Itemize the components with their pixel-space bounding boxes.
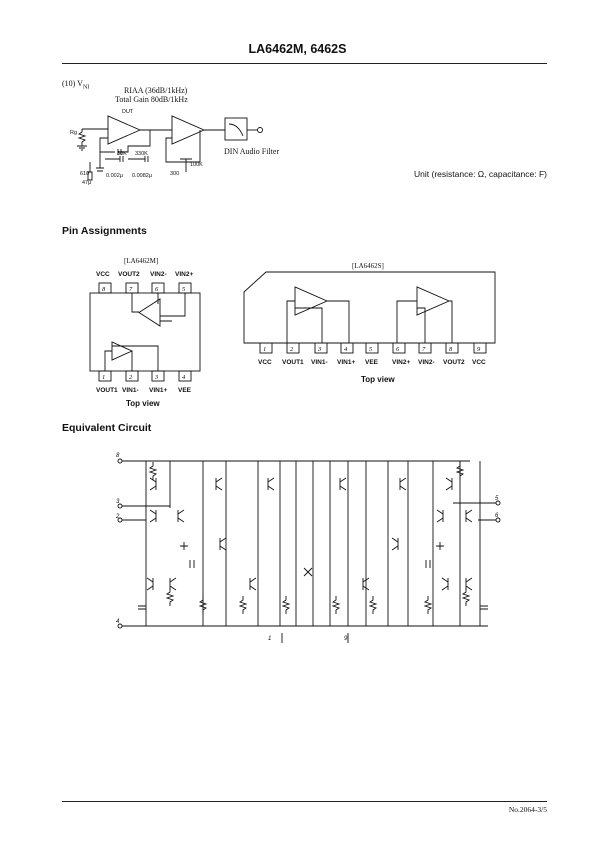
s-label-3: VIN1- (311, 359, 328, 366)
m-blabel-3: VIN1+ (149, 387, 167, 394)
s-label-5: VEE (365, 359, 379, 366)
s-pin-1: 1 (263, 346, 266, 353)
s-opamp-2 (416, 286, 451, 316)
node-1: 1 (268, 636, 271, 642)
s-pin-7: 7 (422, 346, 426, 353)
m-opamp-2 (138, 298, 161, 327)
s-pin-2: 2 (290, 346, 294, 353)
pin-assignments-heading: Pin Assignments (62, 225, 147, 237)
dut-label: DUT (122, 109, 134, 115)
la6462m-name: [LA6462M] (124, 257, 159, 265)
total-gain-label: Total Gain 80dB/1kHz (115, 95, 188, 104)
s-pin-5: 5 (369, 346, 373, 353)
rg-resistor (77, 129, 87, 146)
m-blabel-1: VOUT1 (96, 387, 118, 394)
vni-label: (10) VNI (62, 79, 89, 91)
header-rule (62, 63, 547, 64)
riaa-label: RIAA (36dB/1kHz) (124, 86, 188, 95)
node-9: 9 (344, 636, 348, 642)
equivalent-circuit-heading: Equivalent Circuit (62, 422, 152, 434)
m-label-1: VCC (96, 271, 110, 278)
r100k-label: 100K (190, 162, 203, 168)
c-0002-label: 0.002μ (106, 173, 123, 179)
m-pin-bot-3: 3 (154, 374, 159, 381)
m-pin-top-2: 7 (129, 286, 133, 293)
s-pin-3: 3 (317, 346, 322, 353)
din-filter-label: DIN Audio Filter (224, 147, 280, 156)
s-pin-8: 8 (449, 346, 453, 353)
node-2: 2 (115, 514, 120, 520)
r610-label: 610 (80, 171, 89, 177)
m-label-3: VIN2- (150, 271, 167, 278)
m-label-2: VOUT2 (118, 271, 140, 278)
s-label-2: VOUT1 (282, 359, 304, 366)
la6462s-body (243, 271, 496, 344)
c47-label: 47μ (82, 180, 91, 186)
m-opamp-1 (111, 341, 134, 361)
page-number: No.2064-3/5 (508, 805, 547, 814)
opamp-dut (107, 115, 142, 145)
m-pin-bot-1: 1 (102, 374, 105, 381)
vni-label-text: (10) V (62, 79, 83, 88)
la6462m-body (89, 292, 201, 372)
la6462s-diagram: 1 2 3 4 5 6 7 8 9 VCC VOUT1 VIN1- VIN1+ … (243, 271, 496, 366)
ground-symbol-1 (77, 145, 87, 151)
m-blabel-2: VIN1- (122, 387, 139, 394)
vni-test-circuit: Rg DUT 30K 330K 0.002μ 0.0082μ 100K 610 … (70, 109, 263, 186)
unit-note: Unit (resistance: Ω, capacitance: F) (414, 169, 547, 179)
s-label-1: VCC (258, 359, 272, 366)
m-pin-top-3: 6 (155, 286, 159, 293)
r330k-label: 330K (135, 151, 148, 157)
la6462s-top-view: Top view (361, 375, 395, 384)
s-label-6: VIN2+ (392, 359, 410, 366)
s-pin-4: 4 (344, 346, 348, 353)
r300-label: 300 (170, 171, 179, 177)
equivalent-circuit-schematic: 8 3 2 4 1 9 5 6 (115, 453, 501, 643)
r30k-label: 30K (117, 151, 127, 157)
s-label-9: VCC (472, 359, 486, 366)
node-5: 5 (495, 496, 499, 502)
node-8: 8 (116, 453, 120, 459)
s-label-4: VIN1+ (337, 359, 355, 366)
la6462m-diagram: VCC VOUT2 VIN2- VIN2+ 8 7 6 5 1 2 3 4 VO… (89, 271, 201, 394)
la6462m-top-view: Top view (126, 399, 160, 408)
node-6: 6 (495, 513, 499, 519)
node-3: 3 (116, 499, 120, 505)
rg-label: Rg (70, 130, 77, 136)
s-pin-6: 6 (396, 346, 400, 353)
node-4: 4 (116, 619, 120, 625)
m-pin-bot-2: 2 (129, 374, 133, 381)
m-pin-top-1: 8 (102, 286, 106, 293)
s-label-7: VIN2- (418, 359, 435, 366)
opamp-2 (171, 115, 206, 145)
footer-rule (62, 801, 547, 802)
s-label-8: VOUT2 (443, 359, 465, 366)
la6462s-name: [LA6462S] (352, 262, 384, 270)
vni-label-sub: NI (82, 84, 90, 91)
document-title: LA6462M, 6462S (248, 42, 347, 56)
m-pin-top-4: 5 (182, 286, 186, 293)
s-pin-9: 9 (477, 346, 481, 353)
din-filter-box (224, 117, 248, 141)
output-terminal (257, 127, 263, 133)
c-00082-label: 0.0082μ (132, 173, 152, 179)
m-pin-bot-4: 4 (182, 374, 186, 381)
m-label-4: VIN2+ (175, 271, 193, 278)
m-blabel-4: VEE (178, 387, 192, 394)
